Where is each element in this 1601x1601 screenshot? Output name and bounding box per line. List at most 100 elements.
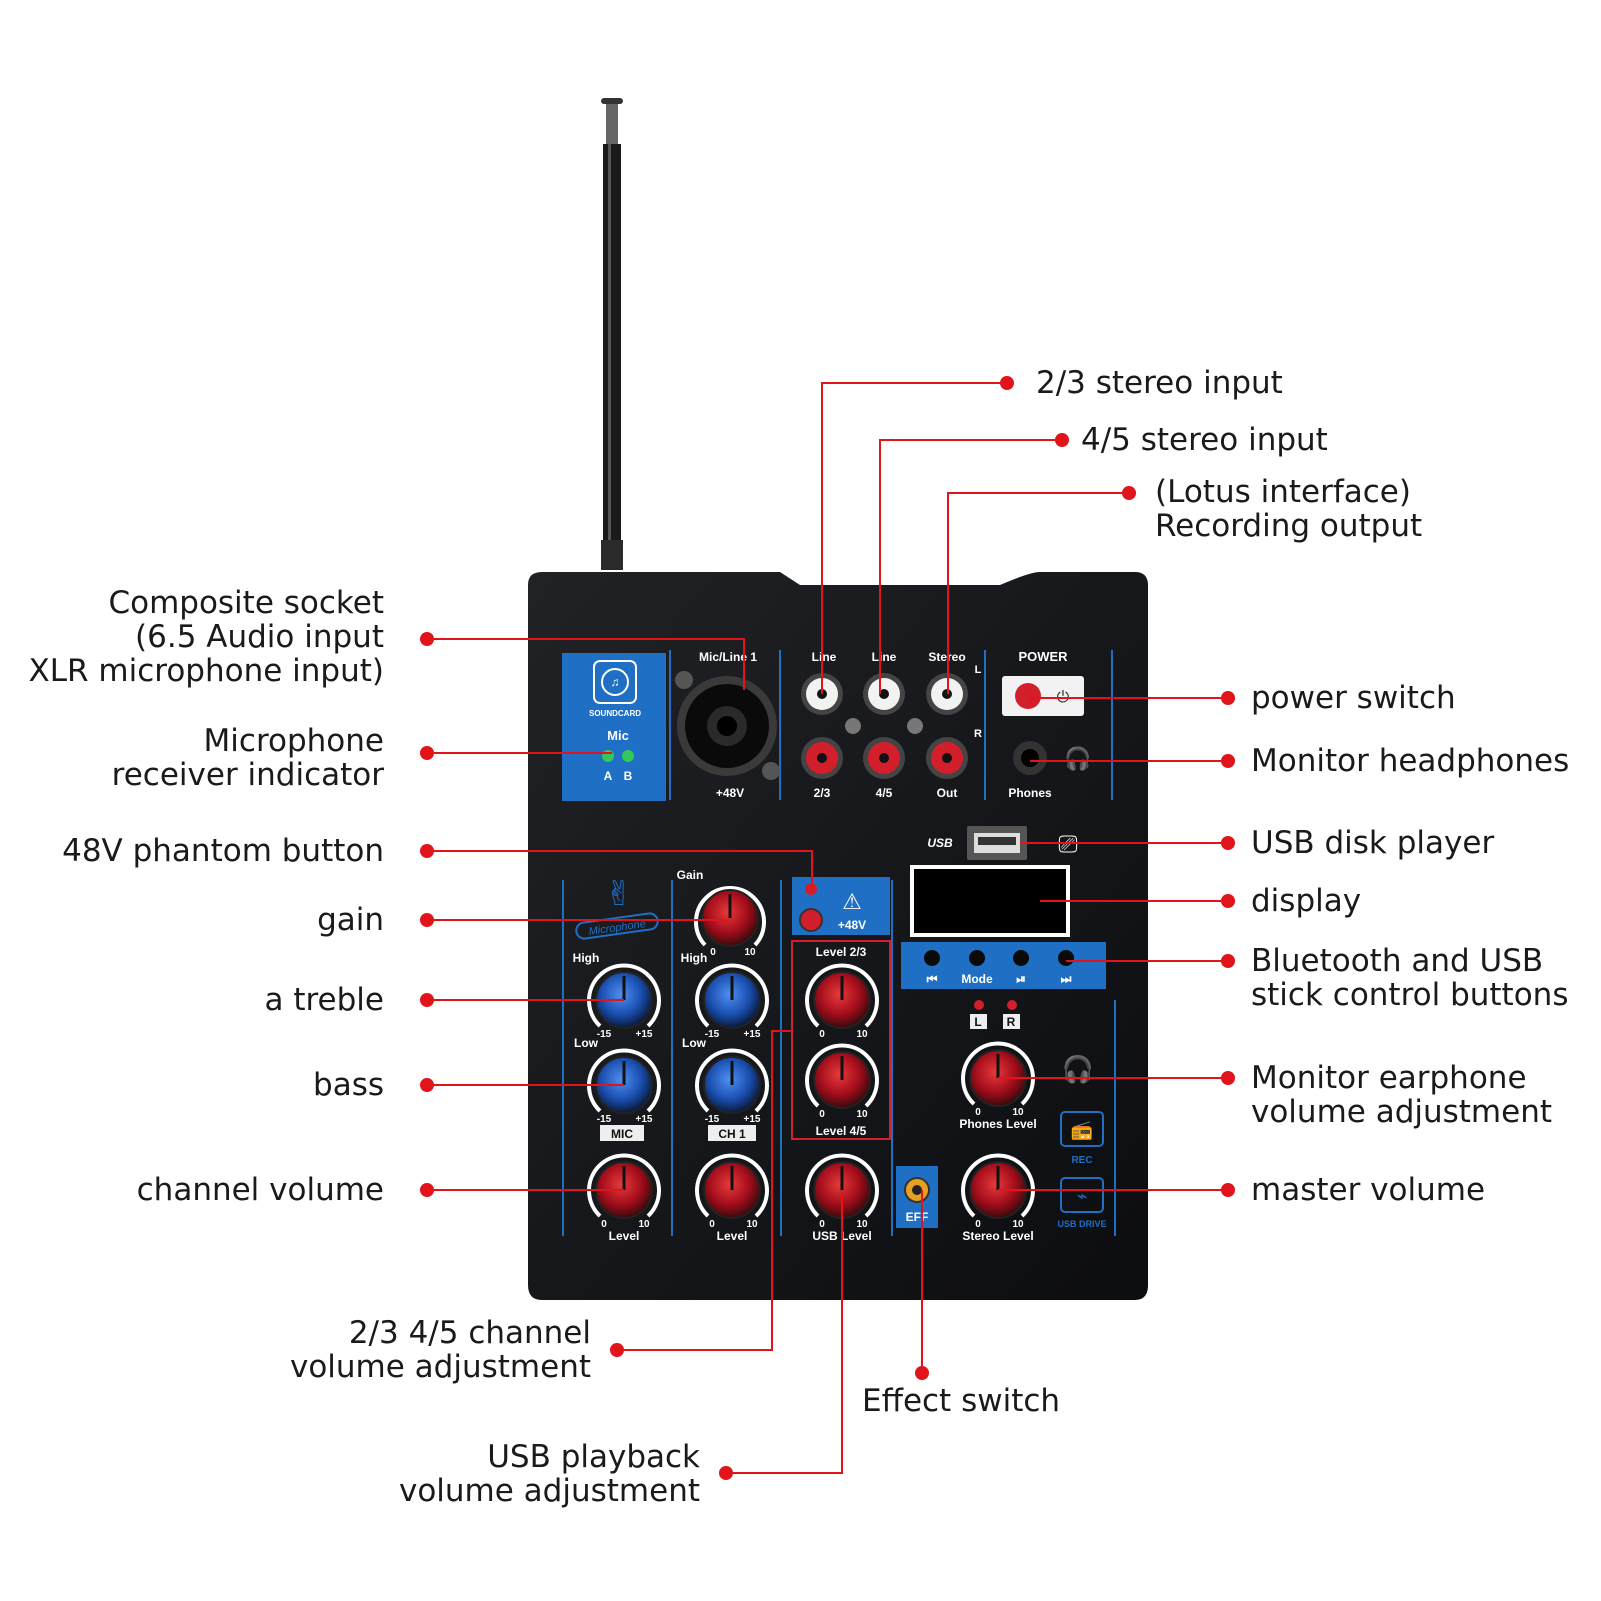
- led-r: [1007, 1000, 1017, 1010]
- label-power-switch: power switch: [1251, 680, 1456, 716]
- rec-usb-icons: 📻 REC ⌁ USB DRIVE 🎧: [1057, 1054, 1106, 1229]
- mode-label: Mode: [961, 972, 993, 986]
- panel-dividers: [562, 650, 1116, 1236]
- mode-button[interactable]: [969, 950, 985, 966]
- ch1-tag: CH 1: [718, 1127, 746, 1141]
- ch1-level-knob-bottom-label: Level: [717, 1229, 748, 1243]
- label-recording-output: (Lotus interface) Recording output: [1155, 474, 1423, 544]
- ch1-low-knob-max: +15: [744, 1114, 761, 1125]
- ch1-low-knob-scale-arc: [695, 1048, 769, 1113]
- ch1-level-knob-max: 10: [746, 1219, 758, 1230]
- next-button[interactable]: [1058, 950, 1074, 966]
- phantom-48v-section: ⚠ +48V: [792, 877, 890, 935]
- stereo-level-knob-scale-arc: [961, 1153, 1035, 1218]
- usb-port[interactable]: [967, 826, 1027, 860]
- rec-icon: 📻: [1071, 1120, 1093, 1141]
- mic-level-knob-scale-arc: [587, 1153, 661, 1218]
- r-mark: R: [974, 728, 982, 740]
- xlr-48v-label: +48V: [716, 786, 744, 800]
- rec-label: REC: [1071, 1155, 1092, 1166]
- label-ch23-45-volume: 2/3 4/5 channel volume adjustment: [289, 1315, 591, 1385]
- level45-knob-scale-arc: [805, 1043, 879, 1108]
- ch1-high-knob-min: -15: [705, 1029, 720, 1040]
- level23-knob-scale-arc: [805, 963, 879, 1028]
- play-pause-button[interactable]: [1013, 950, 1029, 966]
- phantom-48v-label: +48V: [838, 918, 866, 932]
- led-r-label: R: [1007, 1015, 1016, 1029]
- mic-tag: MIC: [611, 1127, 633, 1141]
- ch1-level-knob-min: 0: [709, 1219, 715, 1230]
- phones-jack[interactable]: [1013, 741, 1047, 775]
- level45-knob-min: 0: [819, 1109, 825, 1120]
- phones-level-knob-bottom-label: Phones Level: [959, 1117, 1036, 1131]
- label-stereo-45: 4/5 stereo input: [1081, 422, 1328, 458]
- power-section: POWER ⏻ 🎧 Phones: [1002, 649, 1092, 800]
- mixer-body: [528, 572, 1148, 1300]
- mic-title: Mic: [607, 728, 629, 743]
- jack-out-label: Out: [937, 786, 958, 800]
- eff-label: EFF: [906, 1210, 929, 1224]
- level-23-45-box: [791, 940, 891, 1140]
- line-label-1: Line: [812, 650, 837, 664]
- level45-knob-max: 10: [856, 1109, 868, 1120]
- stereo-level-knob-min: 0: [975, 1219, 981, 1230]
- ch1-high-knob-max: +15: [744, 1029, 761, 1040]
- mic-level-knob-bottom-label: Level: [609, 1229, 640, 1243]
- soundcard-label: SOUNDCARD: [589, 709, 641, 718]
- mic-low-knob-label: Low: [574, 1036, 599, 1050]
- rca-45-red[interactable]: [863, 737, 905, 779]
- mic-level-knob-min: 0: [601, 1219, 607, 1230]
- phantom-48v-button[interactable]: [799, 908, 823, 932]
- led-l: [974, 1000, 984, 1010]
- prev-button[interactable]: [924, 950, 940, 966]
- rca-out-red[interactable]: [926, 737, 968, 779]
- label-monitor-headphones: Monitor headphones: [1251, 743, 1570, 779]
- mic-high-knob-scale-arc: [587, 963, 661, 1028]
- control-button-strip: [901, 942, 1106, 989]
- mic-line1-label: Mic/Line 1: [699, 650, 757, 664]
- mic-low-knob-scale-arc: [587, 1048, 661, 1113]
- label-channel-volume: channel volume: [136, 1172, 384, 1208]
- callout-dots: [420, 376, 1235, 1480]
- label-mic-receiver-indicator: Microphone receiver indicator: [111, 723, 384, 793]
- phones-level-knob-max: 10: [1012, 1107, 1024, 1118]
- rca-23-red[interactable]: [801, 737, 843, 779]
- label-display: display: [1251, 883, 1362, 919]
- usb-drive-label: USB DRIVE: [1057, 1219, 1106, 1229]
- next-icon: ⏭: [1061, 972, 1072, 986]
- label-phantom-48v: 48V phantom button: [62, 833, 384, 869]
- level45-label: Level 4/5: [816, 1124, 867, 1138]
- power-switch[interactable]: ⏻: [1002, 676, 1084, 716]
- mic-low-knob-min: -15: [597, 1114, 612, 1125]
- gain-knob-group: Gain 0 10: [677, 868, 766, 958]
- phones-label: Phones: [1008, 786, 1052, 800]
- mic-high-knob-min: -15: [597, 1029, 612, 1040]
- play-pause-icon: ⏯: [1016, 972, 1026, 986]
- rca-jacks: Line Line Stereo L R 2/3 4/5 Out: [801, 650, 982, 800]
- soundcard-box: ♫ SOUNDCARD Mic A B: [562, 653, 666, 801]
- gain-label: Gain: [677, 868, 704, 882]
- ch1-low-knob-label: Low: [682, 1036, 707, 1050]
- mic-low-knob-max: +15: [636, 1114, 653, 1125]
- label-treble: a treble: [264, 982, 384, 1018]
- label-composite-socket: Composite socket (6.5 Audio input XLR mi…: [28, 585, 385, 689]
- l-mark: L: [975, 664, 982, 676]
- usb-drive-icon: ⌁: [1077, 1186, 1088, 1207]
- stereo-level-knob-max: 10: [1012, 1219, 1024, 1230]
- ch1-level-knob-scale-arc: [695, 1153, 769, 1218]
- rca-45-white[interactable]: [863, 673, 905, 715]
- xlr-combo-socket[interactable]: Mic/Line 1 +48V: [675, 650, 780, 800]
- microphone-logo: ✌ Microphone: [575, 874, 659, 940]
- mic-led-a-label: A: [604, 769, 613, 783]
- mic-led-b: [622, 750, 634, 762]
- level23-knob-max: 10: [856, 1029, 868, 1040]
- power-icon: ⏻: [1057, 687, 1070, 706]
- gain-min: 0: [710, 947, 716, 958]
